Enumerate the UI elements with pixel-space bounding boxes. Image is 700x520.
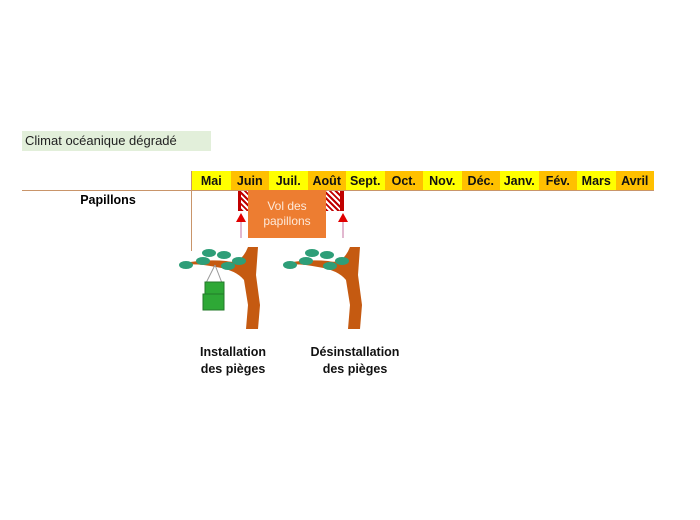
tree-icon (283, 247, 362, 329)
install-hatch (241, 191, 248, 211)
arrows (236, 213, 348, 238)
install-caption-line1: Installation (200, 345, 266, 359)
install-caption: Installation des pièges (183, 344, 283, 378)
month-cell: Avril (615, 171, 654, 191)
month-cell: Fév. (538, 171, 577, 191)
month-cell: Juin (230, 171, 269, 191)
uninstall-caption-line1: Désinstallation (310, 345, 400, 359)
month-cell: Mars (577, 171, 616, 191)
climate-title: Climat océanique dégradé (22, 131, 211, 151)
tree-with-trap-icon (179, 247, 260, 329)
arrow-up-icon (338, 213, 348, 238)
flight-period-box: Vol des papillons (248, 190, 326, 238)
month-cell: Août (307, 171, 346, 191)
row-label-papillons: Papillons (80, 193, 136, 207)
month-cell: Janv. (500, 171, 539, 191)
install-marker (238, 191, 241, 211)
month-cell: Déc. (461, 171, 500, 191)
uninstall-caption: Désinstallation des pièges (300, 344, 410, 378)
header-divider (22, 190, 654, 191)
arrow-up-icon (236, 213, 246, 238)
uninstall-marker (340, 191, 344, 211)
month-cell: Mai (192, 171, 231, 191)
month-cell: Nov. (423, 171, 462, 191)
month-cell: Juil. (269, 171, 308, 191)
label-divider (191, 171, 192, 251)
uninstall-hatch (326, 191, 340, 211)
install-caption-line2: des pièges (200, 362, 266, 376)
month-cell: Oct. (384, 171, 423, 191)
month-cell: Sept. (346, 171, 385, 191)
uninstall-caption-line2: des pièges (322, 362, 388, 376)
